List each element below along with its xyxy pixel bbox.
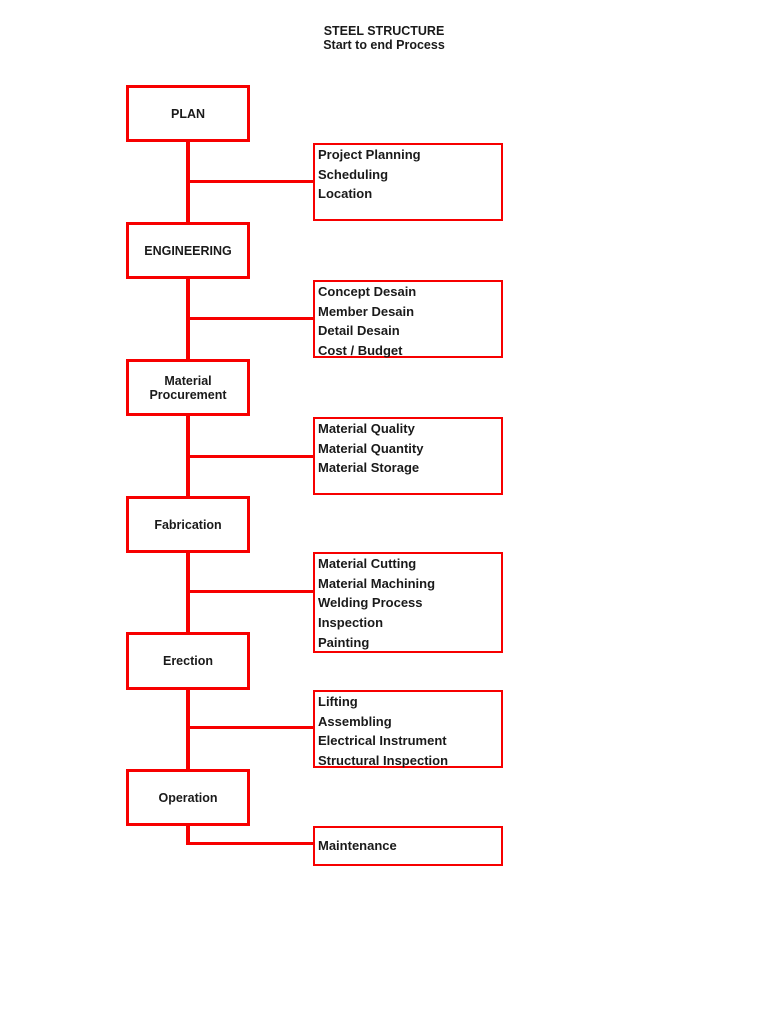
connector-trunk-5 xyxy=(186,689,190,770)
stage-label-operation: Operation xyxy=(158,790,218,805)
detail-line: Material Quantity xyxy=(318,440,424,456)
connector-branch-5 xyxy=(188,726,313,729)
stage-label-fabrication: Fabrication xyxy=(154,517,222,532)
detail-box-material-procurement: Material Quality Material Quantity Mater… xyxy=(313,417,503,495)
detail-line: Electrical Instrument xyxy=(318,733,447,749)
connector-branch-2 xyxy=(188,317,313,320)
detail-line: Lifting xyxy=(318,694,358,709)
connector-branch-3 xyxy=(188,455,313,458)
detail-box-engineering: Concept Desain Member Desain Detail Desa… xyxy=(313,280,503,358)
detail-line: Material Cutting xyxy=(318,556,417,571)
stage-box-erection: Erection xyxy=(126,632,250,690)
detail-line: Painting xyxy=(318,634,370,650)
detail-box-fabrication: Material Cutting Material Machining Weld… xyxy=(313,552,503,653)
detail-box-erection: Lifting Assembling Electrical Instrument… xyxy=(313,690,503,768)
detail-line: Member Desain xyxy=(318,303,415,319)
detail-line: Welding Process xyxy=(318,595,423,611)
detail-line: Inspection xyxy=(318,615,384,631)
stage-label-material-procurement: Material Procurement xyxy=(149,373,227,402)
detail-box-plan: Project Planning Scheduling Location xyxy=(313,143,503,221)
connector-trunk-6 xyxy=(186,825,190,845)
detail-line: Detail Desain xyxy=(318,323,400,339)
detail-line: Material Storage xyxy=(318,460,420,476)
detail-line: Cost / Budget xyxy=(318,343,403,359)
stage-box-engineering: ENGINEERING xyxy=(126,222,250,279)
connector-branch-6 xyxy=(186,842,313,845)
detail-line: Concept Desain xyxy=(318,284,417,299)
detail-line: Structural Inspection xyxy=(318,753,449,769)
detail-line: Scheduling xyxy=(318,166,389,182)
diagram-title: STEEL STRUCTURE Start to end Process xyxy=(0,24,768,52)
detail-line: Maintenance xyxy=(318,838,397,854)
stage-label-plan: PLAN xyxy=(170,106,206,121)
connector-branch-1 xyxy=(188,180,313,183)
detail-box-operation: Maintenance xyxy=(313,826,503,866)
detail-line: Location xyxy=(318,186,373,202)
detail-line: Material Machining xyxy=(318,575,436,591)
stage-box-operation: Operation xyxy=(126,769,250,826)
stage-label-engineering: ENGINEERING xyxy=(144,243,232,258)
detail-line: Material Quality xyxy=(318,421,415,436)
stage-box-fabrication: Fabrication xyxy=(126,496,250,553)
stage-box-material-procurement: Material Procurement xyxy=(126,359,250,416)
stage-box-plan: PLAN xyxy=(126,85,250,142)
stage-label-erection: Erection xyxy=(162,654,213,668)
detail-line: Project Planning xyxy=(318,147,421,162)
diagram-title-line2: Start to end Process xyxy=(323,38,445,52)
detail-line: Assembling xyxy=(318,713,392,729)
diagram-title-line1: STEEL STRUCTURE xyxy=(323,24,445,38)
connector-branch-4 xyxy=(188,590,313,593)
